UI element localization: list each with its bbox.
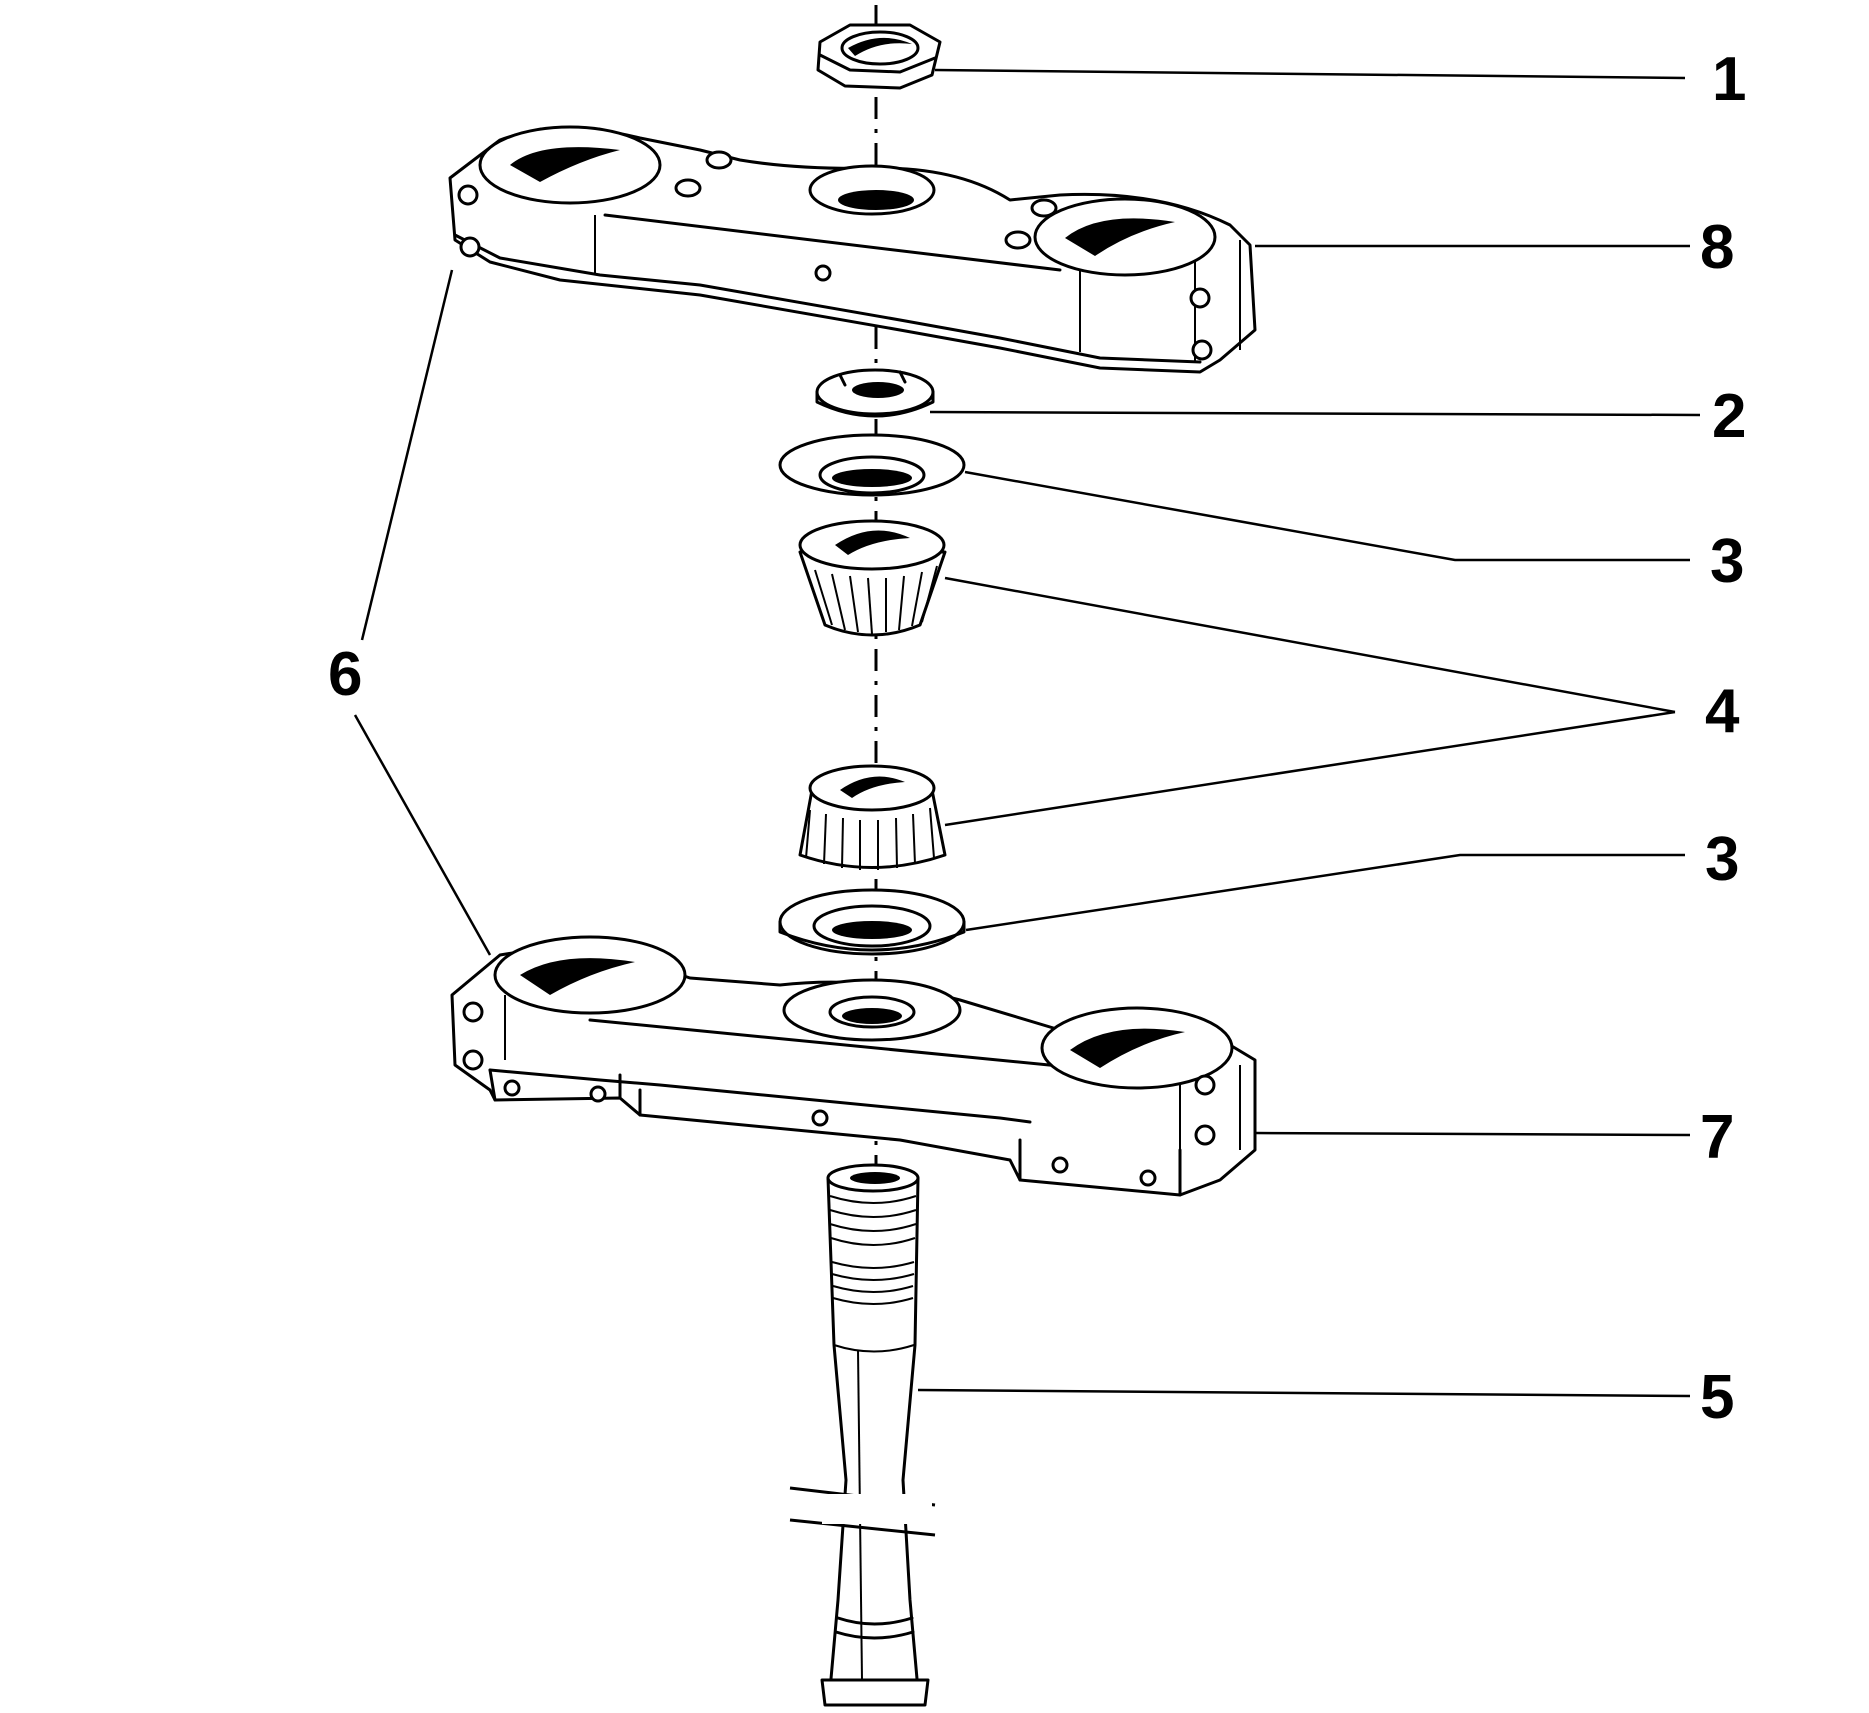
callout-4: 4 [1705,677,1740,746]
callout-labels: 1 8 2 3 4 3 7 5 6 [328,45,1746,1432]
upper-bearing-cup [778,433,966,497]
slotted-nut [815,368,935,418]
lower-triple-clamp [450,935,1257,1197]
callout-8: 8 [1700,213,1734,282]
upper-triple-clamp [448,125,1257,374]
leader-lines [353,68,1701,1398]
callout-5: 5 [1700,1363,1734,1432]
lower-tapered-bearing [798,764,947,870]
callout-7: 7 [1700,1103,1734,1172]
lower-bearing-cup [778,888,966,956]
callout-1: 1 [1712,45,1746,114]
callout-2: 2 [1712,382,1746,451]
upper-tapered-bearing [798,519,947,637]
callout-3-lower: 3 [1705,825,1739,894]
top-nut [816,23,942,90]
callout-6: 6 [328,640,362,709]
steering-stem [789,1163,936,1707]
callout-3-upper: 3 [1710,527,1744,596]
